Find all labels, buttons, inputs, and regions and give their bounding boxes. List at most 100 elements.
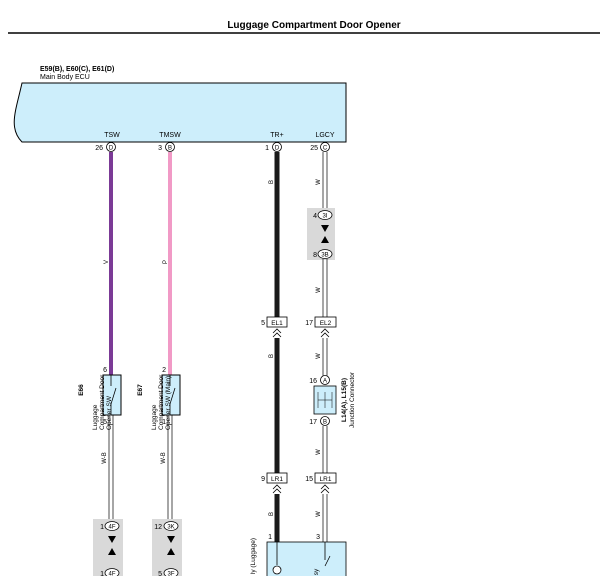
junction-grid (317, 392, 333, 408)
el2-label: EL2 (320, 320, 332, 327)
device-motor-circle (272, 565, 282, 575)
junction-pin-bottom: 17 (309, 419, 317, 426)
switch-e66-box (102, 374, 122, 416)
conn-circle-trplus (272, 142, 282, 152)
wire-label-lgcy-low: W (316, 449, 322, 455)
e67-pin-bottom: 1 (162, 419, 166, 426)
splice-arrows-lgcy (321, 225, 329, 243)
splice-circle-3b (317, 249, 333, 259)
splice-arrows-tmsw (167, 536, 175, 555)
ecu-name: Main Body ECU (40, 74, 90, 81)
terminal-label-lgcy: LGCY (315, 132, 334, 139)
splice-pin-3i: 4 (313, 213, 317, 220)
el2-pin: 17 (305, 320, 313, 327)
splice-circle-3i (317, 210, 333, 220)
pin-trplus: 1 (265, 145, 269, 152)
lr1-right-chevrons (320, 484, 330, 494)
wire-label-tsw-bottom: W-B (102, 452, 108, 464)
wire-lgcy-white-2 (322, 259, 328, 317)
splice-3i: 3I (322, 214, 327, 220)
switch-e67-box (161, 374, 181, 416)
lr1-left-label: LR1 (271, 476, 283, 483)
el2-chevrons (320, 328, 330, 338)
main-body-ecu-box (13, 82, 347, 143)
junction-pin-top: 16 (309, 378, 317, 385)
e66-switch-blade (110, 387, 117, 405)
terminal-label-trplus: TR+ (270, 132, 283, 139)
splice-3b: 3B (321, 253, 328, 259)
splice-circle-3k (163, 521, 179, 531)
e67-id: E67 (137, 384, 144, 396)
conn-circle-tmsw (165, 142, 175, 152)
splice-4f-low: 4F (108, 572, 115, 576)
lr1-right-pin: 15 (305, 476, 313, 483)
splice-3k: 3K (167, 525, 174, 531)
splice-arrows-tsw (108, 536, 116, 555)
wire-label-tmsw: P (163, 260, 169, 264)
wire-lgcy-white-4 (322, 426, 328, 473)
wire-label-lgcy-mid2: W (316, 353, 322, 359)
e67-name-wrap: Luggage Compartment Door Opener SW (Main… (151, 374, 172, 430)
conn-tmsw: B (168, 146, 172, 152)
connector-lr1-left (266, 472, 288, 484)
conn-circle-tsw (106, 142, 116, 152)
junction-circle-bottom (320, 416, 330, 426)
e66-name: Luggage Compartment Door Opener SW (92, 374, 113, 430)
splice-circle-4f-low (104, 568, 120, 576)
e66-id: E66 (78, 384, 85, 396)
conn-lgcy: C (323, 146, 328, 152)
connector-el2 (314, 316, 337, 328)
conn-circle-lgcy (320, 142, 330, 152)
device-label: ly (Luggage) (250, 538, 257, 574)
e67-switch-blade (169, 387, 176, 405)
el1-chevrons (272, 328, 282, 338)
e66-pin-top: 6 (103, 367, 107, 374)
e67-pin-top: 2 (162, 367, 166, 374)
wire-label-lgcy: W (316, 179, 322, 185)
connector-lr1-right (314, 472, 337, 484)
wire-label-tmsw-bottom: W-B (161, 452, 167, 464)
junction-circle-top (320, 375, 330, 385)
wire-tsw-wb (108, 415, 114, 522)
device-switch-line (324, 555, 331, 567)
wire-label-lgcy-low2: W (316, 511, 322, 517)
conn-tsw: D (109, 146, 114, 152)
e66-pin-bottom: 5 (103, 419, 107, 426)
wire-label-trplus: B (269, 180, 275, 184)
splice-circle-4f (104, 521, 120, 531)
el1-label: EL1 (271, 320, 283, 327)
splice-pin-4f-low: 1 (100, 571, 104, 576)
wire-lgcy-white-5 (322, 494, 328, 542)
connector-el1 (266, 316, 288, 328)
terminal-label-tsw: TSW (104, 132, 120, 139)
junction-connectors: L14(A), L15(B) (341, 378, 348, 422)
pin-tsw: 26 (95, 145, 103, 152)
device-pin-right: 3 (316, 534, 320, 541)
wire-lgcy-white-1 (322, 152, 328, 211)
device-pin-left: 1 (268, 534, 272, 541)
splice-pin-3f-low: 5 (158, 571, 162, 576)
splice-3f-low: 3F (167, 572, 174, 576)
pin-tmsw: 3 (158, 145, 162, 152)
ecu-connectors: E59(B), E60(C), E61(D) (40, 66, 114, 73)
junction-conn-top: A (323, 379, 327, 385)
splice-pin-4f: 1 (100, 524, 104, 531)
conn-trplus: D (275, 146, 280, 152)
wire-label-tsw: V (104, 260, 110, 264)
lr1-right-label: LR1 (320, 476, 332, 483)
el1-pin: 5 (261, 320, 265, 327)
wire-label-lgcy-mid: W (316, 287, 322, 293)
terminal-label-tmsw: TMSW (159, 132, 181, 139)
splice-pin-3b: 8 (313, 252, 317, 259)
lr1-left-chevrons (272, 484, 282, 494)
wire-label-trplus-low: B (269, 512, 275, 516)
pin-lgcy: 25 (310, 145, 318, 152)
e66-name-wrap: Luggage Compartment Door Opener SW (92, 374, 113, 430)
device-text-right: sy (313, 568, 320, 575)
wire-tmsw-wb (167, 415, 173, 522)
splice-pin-3k: 12 (154, 524, 162, 531)
diagram-title: Luggage Compartment Door Opener (227, 20, 400, 31)
e67-name: Luggage Compartment Door Opener SW (Main… (151, 374, 172, 430)
junction-conn-bottom: B (323, 420, 327, 426)
